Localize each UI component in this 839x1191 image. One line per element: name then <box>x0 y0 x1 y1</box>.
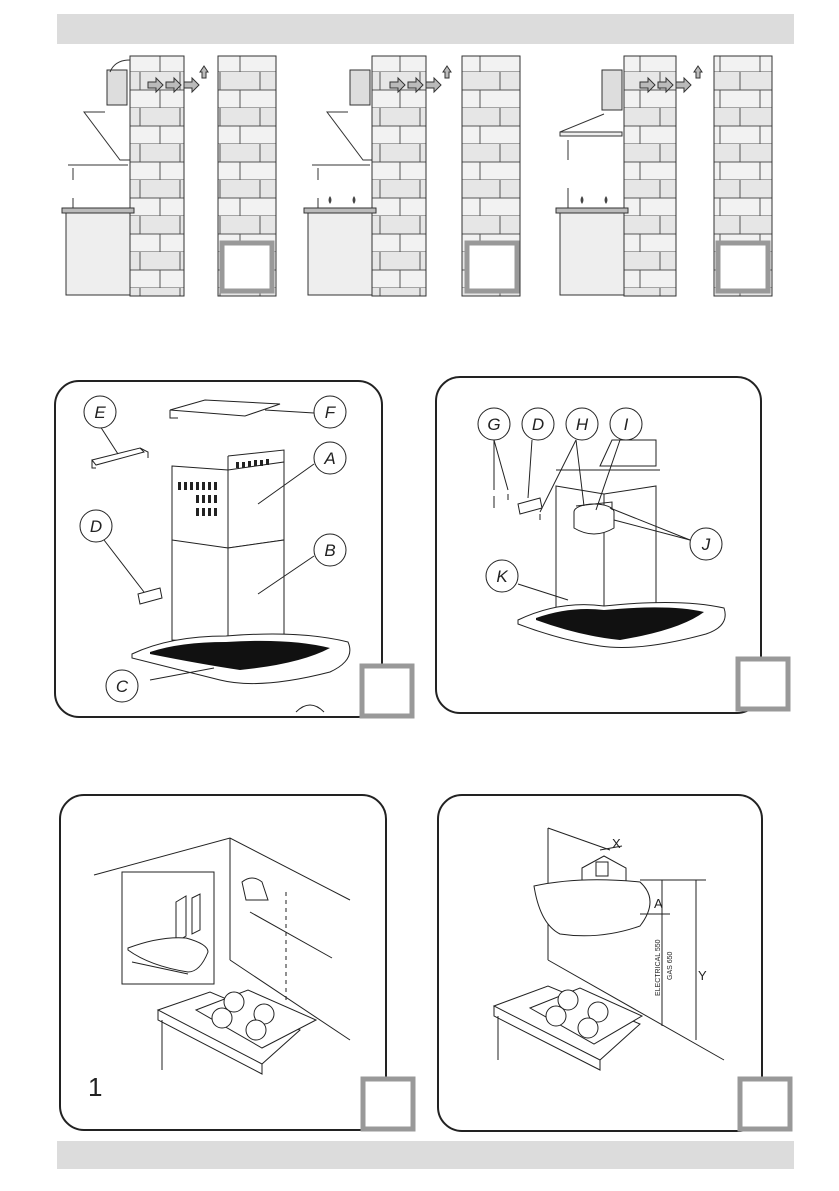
kitchen-cabinet <box>560 213 624 295</box>
hood-canopy <box>327 112 372 160</box>
wall-column <box>624 56 676 296</box>
page-number-box <box>467 243 517 291</box>
ducting-figure-3 <box>556 56 772 296</box>
callout-label-c: C <box>116 677 129 696</box>
callout-label-h: H <box>576 415 589 434</box>
a-dimension-label: A <box>654 896 663 911</box>
gas-height-label: GAS 650 <box>667 951 674 980</box>
kitchen-cabinet <box>308 213 372 295</box>
worktop <box>304 208 376 213</box>
callout-label-d2: D <box>532 415 544 434</box>
duct-elbow <box>350 70 370 105</box>
gas-flame-icon <box>581 196 608 204</box>
worktop <box>556 208 628 213</box>
duct-elbow <box>107 70 127 105</box>
hood-canopy <box>560 114 622 132</box>
x-dimension-label: X <box>612 836 621 851</box>
duct-elbow <box>602 70 622 110</box>
assembly-figure: G D H I J K <box>436 377 788 713</box>
page-number-box <box>740 1079 790 1129</box>
callout-label-j: J <box>701 535 711 554</box>
electrical-height-label: ELECTRICAL 550 <box>655 939 662 996</box>
page-number-box <box>718 243 768 291</box>
figure-frame <box>438 795 762 1131</box>
hood-canopy <box>560 132 622 136</box>
ducting-figure-2 <box>304 56 520 296</box>
hood-canopy <box>84 112 130 160</box>
step-number: 1 <box>88 1072 102 1102</box>
y-dimension-label: Y <box>698 968 707 983</box>
callout-label-b: B <box>324 541 335 560</box>
parts-figure: F E A B D <box>55 381 412 717</box>
ducting-figure-1 <box>62 56 276 296</box>
glass-canopy-part <box>534 880 650 936</box>
page-number-box <box>363 1079 413 1129</box>
ceiling-marking-figure: 1 <box>60 795 413 1130</box>
installation-height-figure: X A Y ELECTRICAL 550 GAS 650 <box>438 795 790 1131</box>
callout-label-d: D <box>90 517 102 536</box>
page-number-box <box>738 659 788 709</box>
gas-flame-icon <box>329 196 356 204</box>
callout-label-e: E <box>94 403 106 422</box>
callout-label-f: F <box>325 403 337 422</box>
worktop <box>62 208 134 213</box>
callout-label-g: G <box>487 415 500 434</box>
kitchen-cabinet <box>66 213 130 295</box>
figure-frame <box>60 795 386 1130</box>
callout-label-i: I <box>624 415 629 434</box>
wall-column <box>372 56 426 296</box>
callout-label-k: K <box>496 567 508 586</box>
page-number-box <box>362 666 412 716</box>
wall-column <box>130 56 184 296</box>
callout-label-a: A <box>323 449 335 468</box>
page-number-box <box>222 243 272 291</box>
